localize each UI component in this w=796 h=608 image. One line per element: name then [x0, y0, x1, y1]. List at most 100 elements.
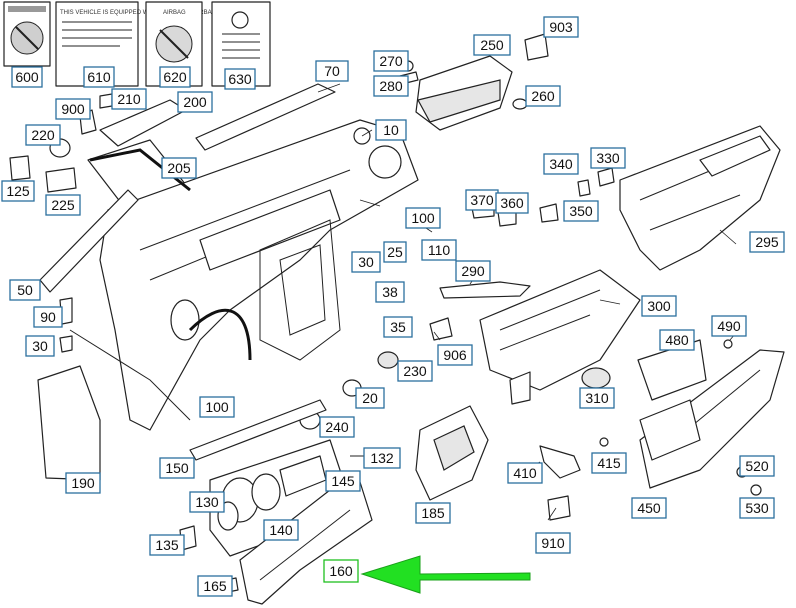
callout-910: 910	[535, 532, 571, 554]
callout-220: 220	[25, 124, 61, 146]
callout-number: 190	[71, 475, 95, 491]
callout-132: 132	[363, 447, 401, 469]
part-906-clip	[429, 317, 453, 341]
callout-box	[45, 194, 81, 216]
callout-number: 160	[329, 563, 353, 579]
callout-box	[507, 462, 543, 484]
callout-number: 220	[31, 127, 55, 143]
callout-number: 100	[411, 210, 435, 226]
callout-box	[9, 279, 41, 301]
callout-340: 340	[543, 153, 579, 175]
callout-330: 330	[590, 147, 626, 169]
sticker-610-text: THIS VEHICLE IS EQUIPPED WITH ADVANCED A…	[60, 10, 220, 16]
part-340-switch	[539, 203, 559, 223]
sticker-610	[55, 1, 139, 87]
callout-630: 630	[224, 68, 256, 90]
part-250-airbag	[415, 55, 528, 131]
callout-box	[55, 98, 91, 120]
callout-530: 530	[739, 497, 775, 519]
callout-number: 610	[87, 69, 111, 85]
callout-30b: 30	[25, 335, 55, 357]
callout-35: 35	[383, 316, 413, 338]
callout-185: 185	[415, 502, 451, 524]
callout-number: 415	[597, 455, 621, 471]
part-50-side-trim	[39, 189, 139, 293]
callout-130: 130	[189, 491, 225, 513]
callout-box	[375, 119, 407, 141]
callout-number: 210	[117, 91, 141, 107]
callout-190: 190	[65, 472, 101, 494]
callout-number: 295	[755, 234, 779, 250]
callout-box	[111, 88, 147, 110]
callout-906: 906	[437, 344, 473, 366]
callout-box	[263, 519, 299, 541]
callout-number: 35	[390, 319, 406, 335]
callout-number: 620	[163, 69, 187, 85]
callout-290: 290	[455, 260, 491, 282]
callout-number: 240	[325, 419, 349, 435]
callout-903: 903	[543, 16, 579, 38]
callout-number: 30	[358, 254, 374, 270]
callout-box	[543, 153, 579, 175]
callout-number: 630	[228, 71, 252, 87]
callout-box	[415, 502, 451, 524]
callout-box	[383, 241, 407, 263]
callout-110: 110	[421, 239, 457, 261]
callout-box	[641, 295, 677, 317]
callout-box	[495, 192, 529, 214]
part-70-trim	[195, 83, 336, 151]
part-295-glovebox-housing	[619, 125, 781, 271]
callout-box	[149, 534, 185, 556]
callout-box	[711, 315, 747, 337]
callout-410: 410	[507, 462, 543, 484]
callout-25: 25	[383, 241, 407, 263]
callout-number: 205	[167, 160, 191, 176]
callout-box	[421, 239, 457, 261]
callout-box	[355, 387, 385, 409]
sticker-620-text: AIRBAG	[163, 10, 186, 16]
callout-box	[590, 147, 626, 169]
callout-box	[325, 470, 361, 492]
info-icon	[231, 11, 249, 29]
callout-295: 295	[749, 231, 785, 253]
callout-100a: 100	[405, 207, 441, 229]
callout-200: 200	[177, 91, 213, 113]
callout-number: 125	[6, 183, 30, 199]
callout-310: 310	[579, 387, 615, 409]
callout-number: 38	[382, 284, 398, 300]
callout-number: 260	[531, 88, 555, 104]
callout-610: 610	[83, 66, 115, 88]
callout-number: 50	[17, 282, 33, 298]
callout-number: 132	[370, 450, 394, 466]
callout-300: 300	[641, 295, 677, 317]
callout-box	[749, 231, 785, 253]
callout-box	[543, 16, 579, 38]
callout-number: 310	[585, 390, 609, 406]
callout-number: 490	[717, 318, 741, 334]
callout-490: 490	[711, 315, 747, 337]
callout-450: 450	[631, 497, 667, 519]
callout-box	[373, 50, 409, 72]
highlight-arrow	[360, 555, 531, 594]
part-230-socket	[377, 351, 399, 369]
callout-280: 280	[373, 75, 409, 97]
callout-number: 480	[665, 332, 689, 348]
callout-box	[373, 75, 409, 97]
callout-number: 903	[549, 19, 573, 35]
callout-125: 125	[1, 180, 35, 202]
callout-225: 225	[45, 194, 81, 216]
callout-number: 140	[269, 522, 293, 538]
callout-box	[739, 455, 775, 477]
part-125-block	[9, 155, 31, 181]
callout-number: 280	[379, 78, 403, 94]
callout-38: 38	[375, 281, 405, 303]
part-185-trim	[415, 405, 489, 501]
callout-box	[189, 491, 225, 513]
callout-370: 370	[465, 189, 499, 211]
callout-50: 50	[9, 279, 41, 301]
callout-number: 135	[155, 537, 179, 553]
callout-260: 260	[525, 85, 561, 107]
stickers: THIS VEHICLE IS EQUIPPED WITH ADVANCED A…	[3, 1, 271, 87]
